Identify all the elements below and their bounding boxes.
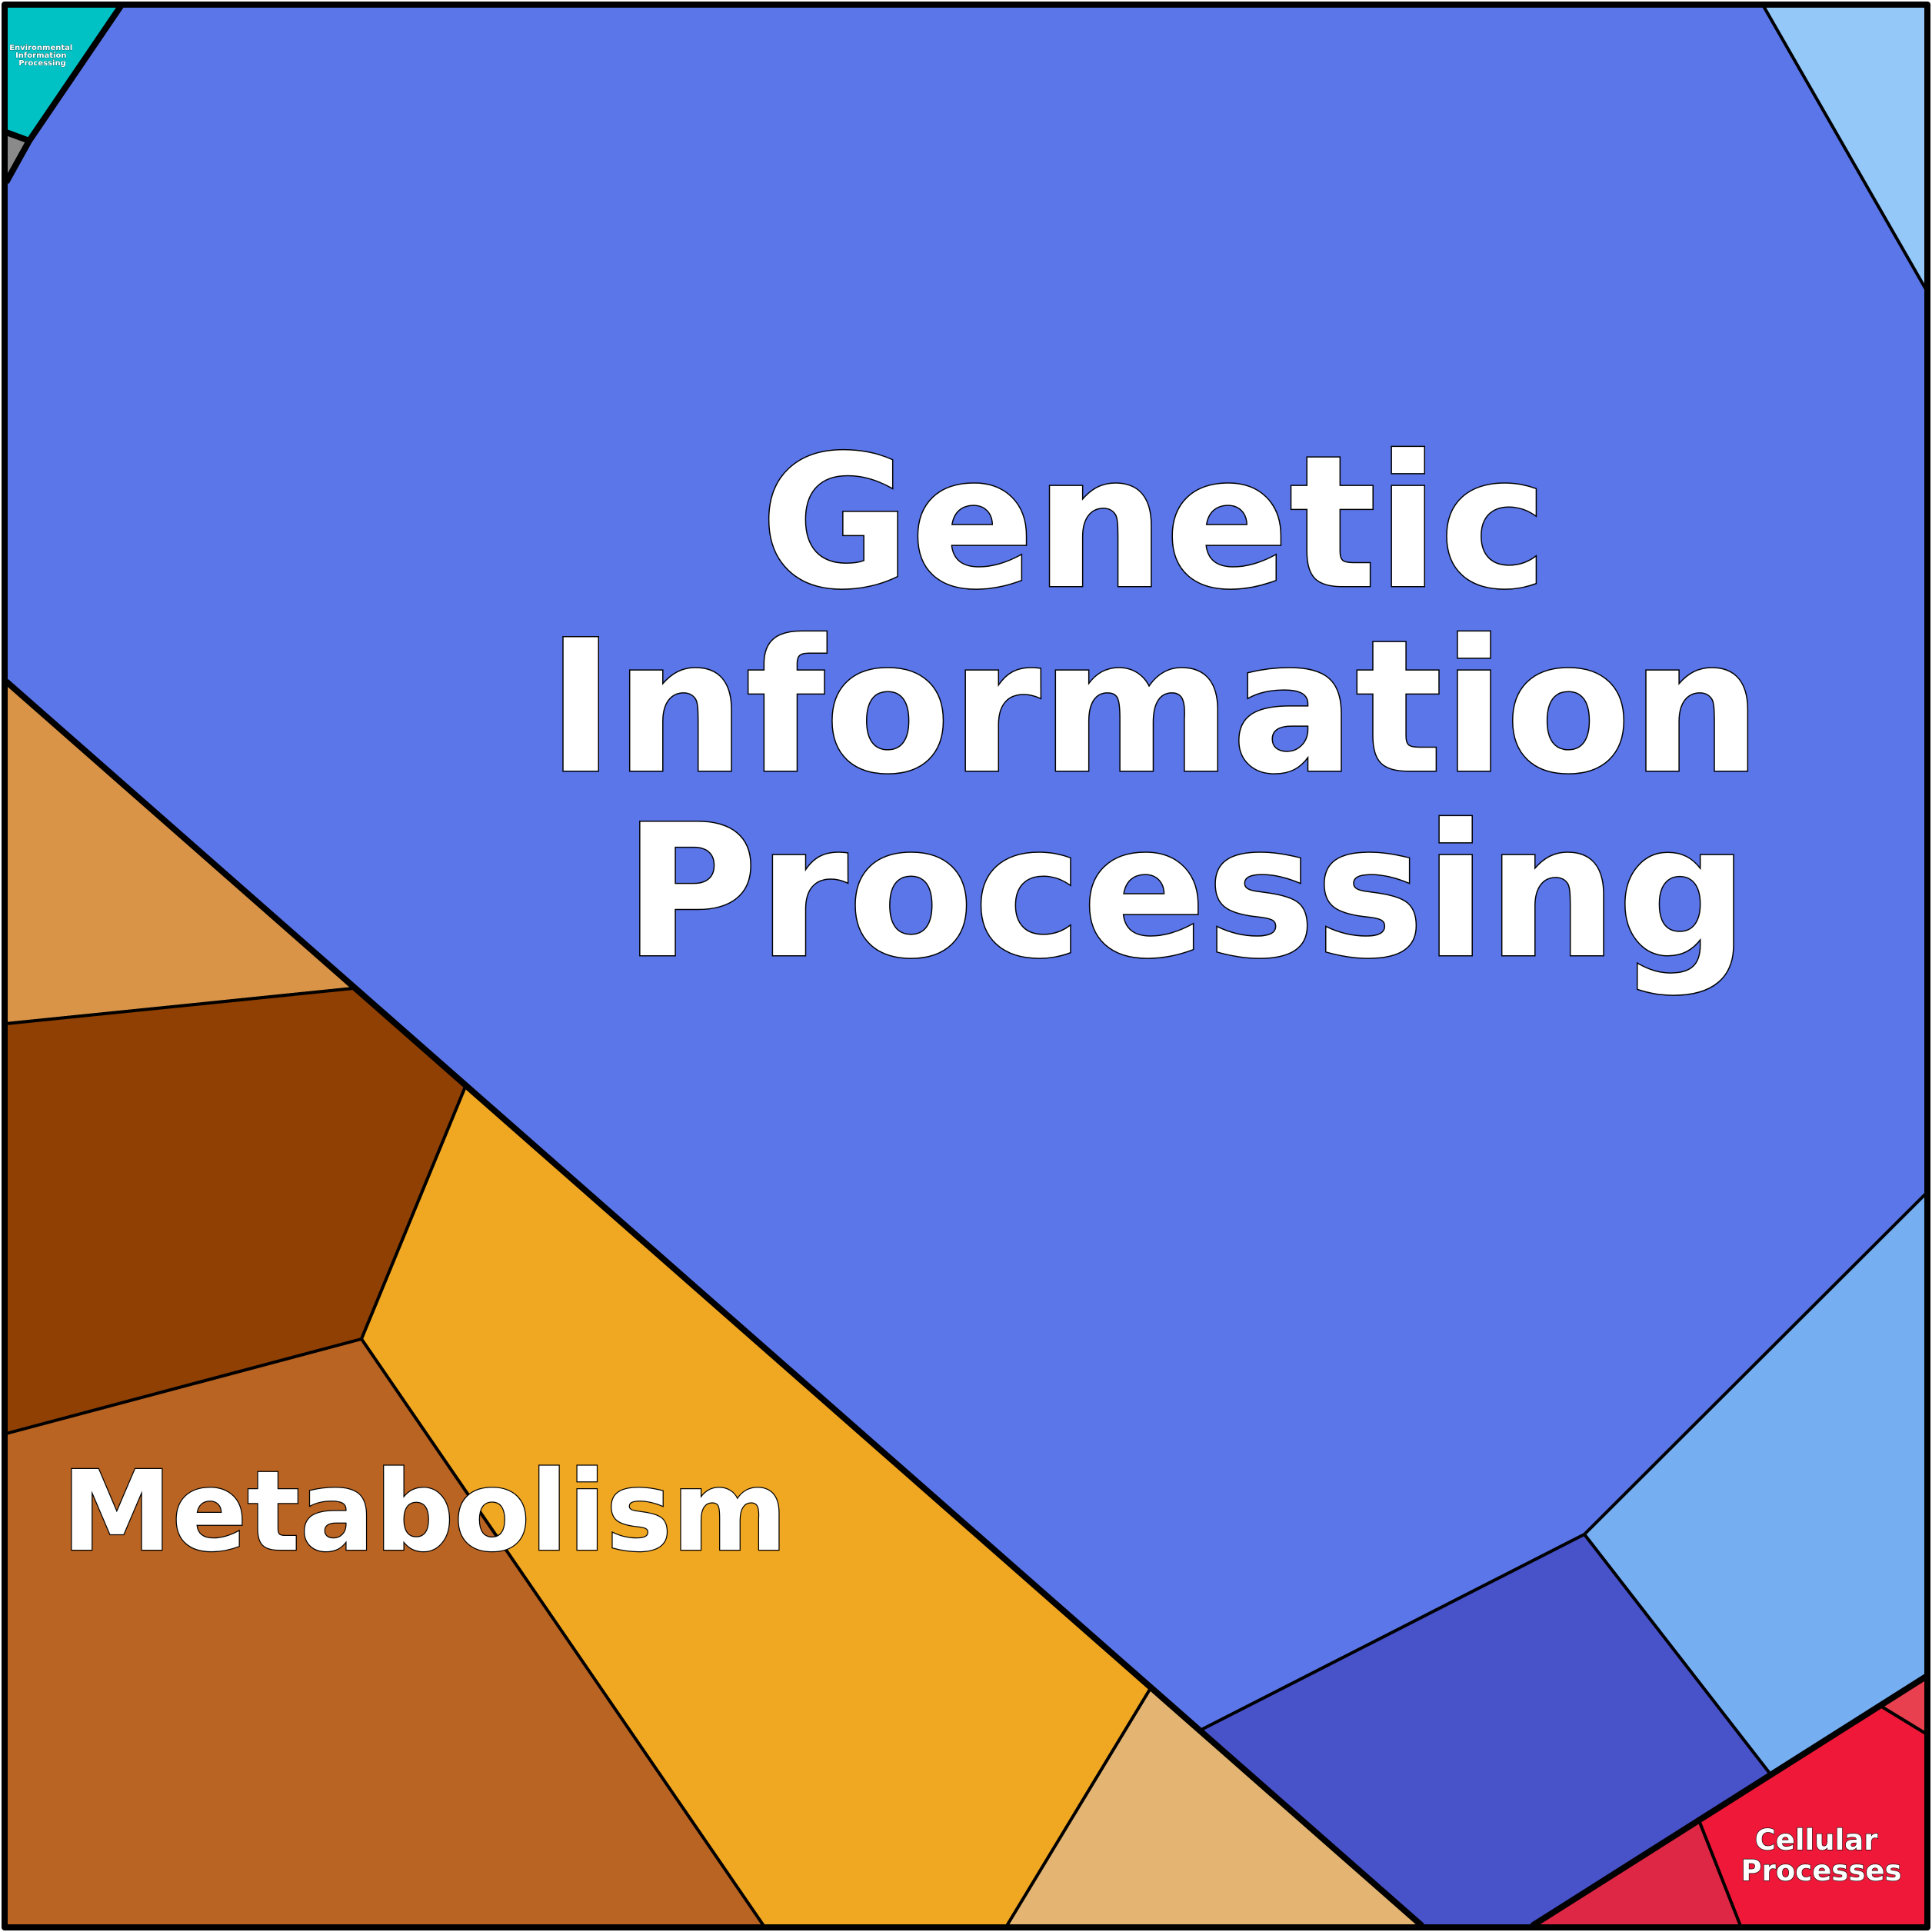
metabolism-label: Metabolism: [62, 1447, 787, 1576]
environmental-grey-border: [5, 129, 31, 144]
genetic-metabolism-border: [4, 678, 1424, 1929]
genetic-information-processing-label: Genetic Information Processing: [547, 417, 1825, 999]
cellular-processes-label: Cellular Processes: [1741, 1824, 1902, 1887]
genetic-cellular-border: [1530, 1674, 1928, 1929]
environmental-information-processing-label: Environmental Information Processing: [9, 44, 75, 68]
